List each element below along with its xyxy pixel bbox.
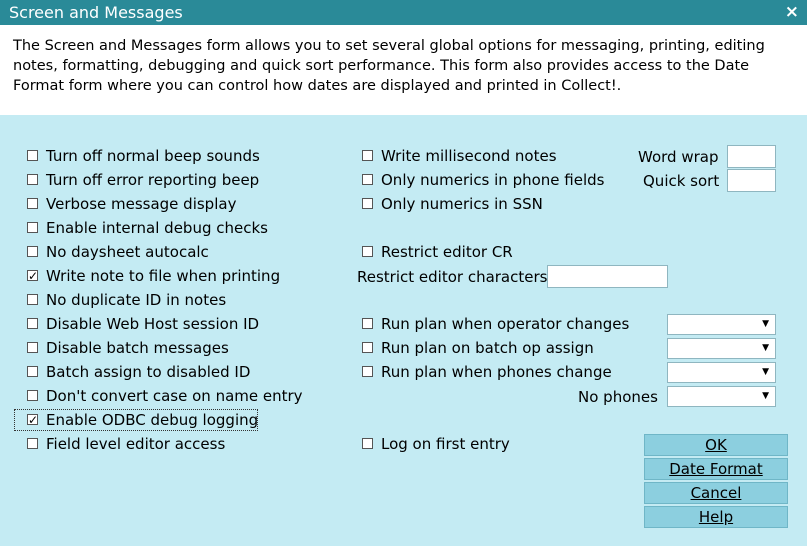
checkbox-box[interactable] (362, 366, 373, 377)
checkbox-label: Run plan when operator changes (381, 315, 630, 333)
checkbox-box[interactable] (27, 198, 38, 209)
checkbox-label: Enable ODBC debug logging (46, 411, 259, 429)
restrict-editor-characters-input[interactable] (547, 265, 668, 288)
checkbox-label: Only numerics in phone fields (381, 171, 605, 189)
checkbox-label: Turn off error reporting beep (46, 171, 260, 189)
checkbox-box[interactable] (27, 150, 38, 161)
checkbox-label: Enable internal debug checks (46, 219, 268, 237)
checkbox-box[interactable] (27, 266, 38, 286)
checkbox-box[interactable] (362, 342, 373, 353)
quick-sort-input[interactable] (727, 169, 776, 192)
checkbox-label: No duplicate ID in notes (46, 291, 227, 309)
window-title: Screen and Messages (9, 3, 183, 22)
checkbox-box[interactable] (27, 366, 38, 377)
help-button[interactable]: Help (644, 506, 788, 528)
checkbox-box[interactable] (27, 174, 38, 185)
restrict-editor-characters-label: Restrict editor characters (357, 268, 548, 286)
checkbox-box[interactable] (362, 438, 373, 449)
checkbox-label: Disable batch messages (46, 339, 229, 357)
checkbox-box[interactable] (362, 246, 373, 257)
chevron-down-icon[interactable]: ▼ (762, 343, 769, 353)
no-phones-label: No phones (578, 388, 658, 406)
checkbox-label: No daysheet autocalc (46, 243, 209, 261)
quick-sort-label: Quick sort (643, 172, 720, 190)
checkbox-label: Run plan when phones change (381, 363, 612, 381)
checkbox-label: Write millisecond notes (381, 147, 557, 165)
checkbox-box[interactable] (27, 342, 38, 353)
checkbox-box[interactable] (27, 438, 38, 449)
checkbox-label: Don't convert case on name entry (46, 387, 303, 405)
checkbox-label: Disable Web Host session ID (46, 315, 260, 333)
run-plan-operator-select[interactable]: ▼ (667, 314, 776, 335)
chevron-down-icon[interactable]: ▼ (762, 319, 769, 329)
checkbox-box[interactable] (362, 318, 373, 329)
description-panel: The Screen and Messages form allows you … (0, 25, 807, 115)
word-wrap-label: Word wrap (638, 148, 719, 166)
checkbox-box[interactable] (27, 410, 38, 430)
title-bar: Screen and Messages × (0, 0, 807, 25)
checkbox-label: Only numerics in SSN (381, 195, 543, 213)
checkbox-label: Turn off normal beep sounds (46, 147, 260, 165)
checkbox-box[interactable] (27, 390, 38, 401)
run-plan-phones-select[interactable]: ▼ (667, 362, 776, 383)
checkbox-box[interactable] (27, 222, 38, 233)
description-text: The Screen and Messages form allows you … (13, 38, 765, 94)
checkbox-box[interactable] (27, 318, 38, 329)
ok-button[interactable]: OK (644, 434, 788, 456)
chevron-down-icon[interactable]: ▼ (762, 391, 769, 401)
checkbox-label: Field level editor access (46, 435, 226, 453)
checkbox-box[interactable] (362, 198, 373, 209)
checkbox-label: Restrict editor CR (381, 243, 513, 261)
cancel-button[interactable]: Cancel (644, 482, 788, 504)
checkbox-label: Log on first entry (381, 435, 510, 453)
chevron-down-icon[interactable]: ▼ (762, 367, 769, 377)
focus-rectangle (14, 409, 258, 431)
word-wrap-input[interactable] (727, 145, 776, 168)
close-icon[interactable]: × (784, 2, 799, 22)
checkbox-label: Batch assign to disabled ID (46, 363, 251, 381)
checkbox-label: Write note to file when printing (46, 267, 281, 285)
checkbox-box[interactable] (27, 246, 38, 257)
checkbox-box[interactable] (362, 174, 373, 185)
checkbox-label: Run plan on batch op assign (381, 339, 594, 357)
date-format-button[interactable]: Date Format (644, 458, 788, 480)
checkbox-label: Verbose message display (46, 195, 237, 213)
run-plan-batch-select[interactable]: ▼ (667, 338, 776, 359)
checkbox-box[interactable] (362, 150, 373, 161)
checkbox-box[interactable] (27, 294, 38, 305)
no-phones-select[interactable]: ▼ (667, 386, 776, 407)
